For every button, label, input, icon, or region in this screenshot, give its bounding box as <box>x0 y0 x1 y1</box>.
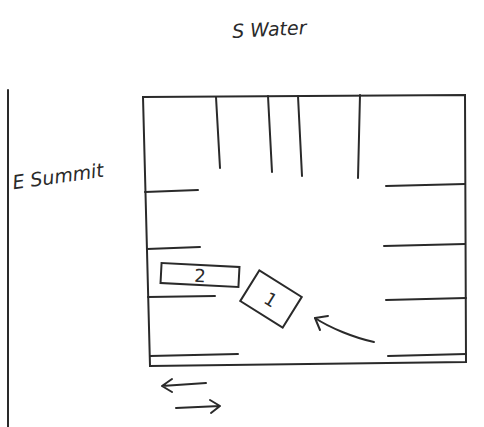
stall-line <box>358 95 360 178</box>
vehicle-number: 1 <box>261 287 282 311</box>
parking-lot-outline <box>143 95 466 366</box>
arrow-head <box>315 316 328 330</box>
vehicle-number: 2 <box>194 264 207 286</box>
stall-line <box>216 97 220 168</box>
vehicle-box: 1 <box>239 269 303 329</box>
stall-line <box>298 96 302 176</box>
stall-line <box>386 298 466 300</box>
stall-line <box>388 354 466 356</box>
stall-line <box>150 354 238 356</box>
vehicle-box: 2 <box>159 262 240 288</box>
stall-line <box>147 247 200 249</box>
stall-line <box>148 296 215 297</box>
direction-arrow <box>176 400 220 413</box>
direction-arrow <box>162 379 206 392</box>
travel-arrow <box>315 318 374 342</box>
street-name: E Summit <box>11 159 105 194</box>
stall-line <box>268 96 272 172</box>
stall-line <box>386 184 465 186</box>
stall-line <box>145 190 198 192</box>
stall-line <box>384 244 465 246</box>
road-edge <box>7 90 9 427</box>
street-name: S Water <box>231 16 307 42</box>
